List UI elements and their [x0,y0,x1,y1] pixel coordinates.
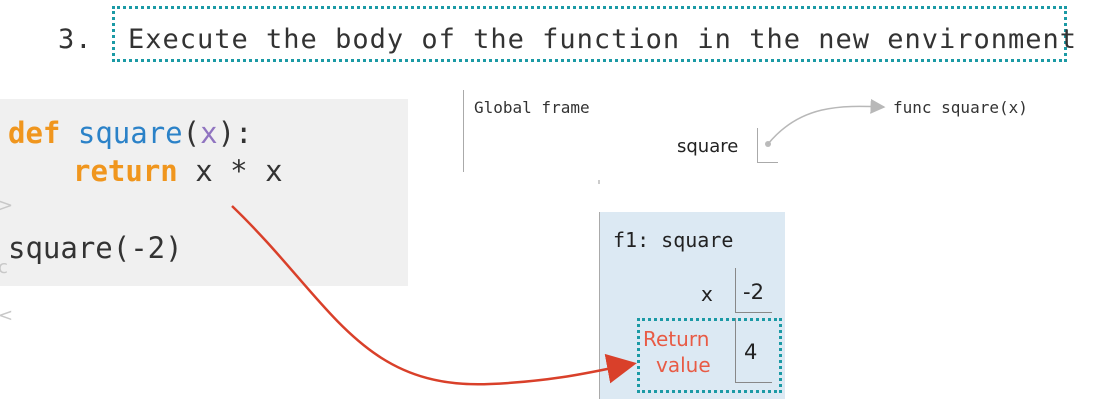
f1-frame-label: f1: square [613,228,734,252]
global-frame [463,90,764,172]
global-square-slot [757,128,778,163]
side-chevron-right-icon[interactable]: > [0,195,14,216]
x-value: -2 [743,280,764,304]
function-pointer-arrow [767,98,886,145]
code-line-call: square(-2) [8,231,183,265]
close-paren: ): [217,116,253,150]
x-value-slot [735,268,772,313]
side-chevron-left-icon[interactable]: < [0,305,14,326]
step-text: Execute the body of the function in the … [128,24,1078,55]
code-panel: def square(x): return x * x square(-2) >… [0,99,408,326]
function-object-label: func square(x) [893,98,1028,117]
divider-mark [598,180,600,184]
return-label-line2: value [656,353,711,377]
return-value-slot [735,318,772,383]
step-number: 3. [58,24,93,55]
side-refresh-icon[interactable]: c [0,257,8,278]
function-name: square [77,116,183,150]
open-paren: ( [182,116,201,150]
global-square-variable: square [677,136,739,157]
step-highlight-box [112,6,1067,62]
return-expression: x * x [195,154,283,188]
code-line-def: def square(x): [8,116,252,150]
def-keyword: def [8,116,61,150]
pointer-dot-icon [765,141,771,147]
x-variable-label: x [701,282,713,306]
return-keyword: return [73,154,178,188]
function-param: x [200,116,218,150]
code-line-return: return x * x [73,154,283,188]
return-label-line1: Return [643,327,710,351]
return-value: 4 [744,340,758,364]
return-highlight-box [637,318,782,393]
global-frame-label: Global frame [474,98,590,117]
